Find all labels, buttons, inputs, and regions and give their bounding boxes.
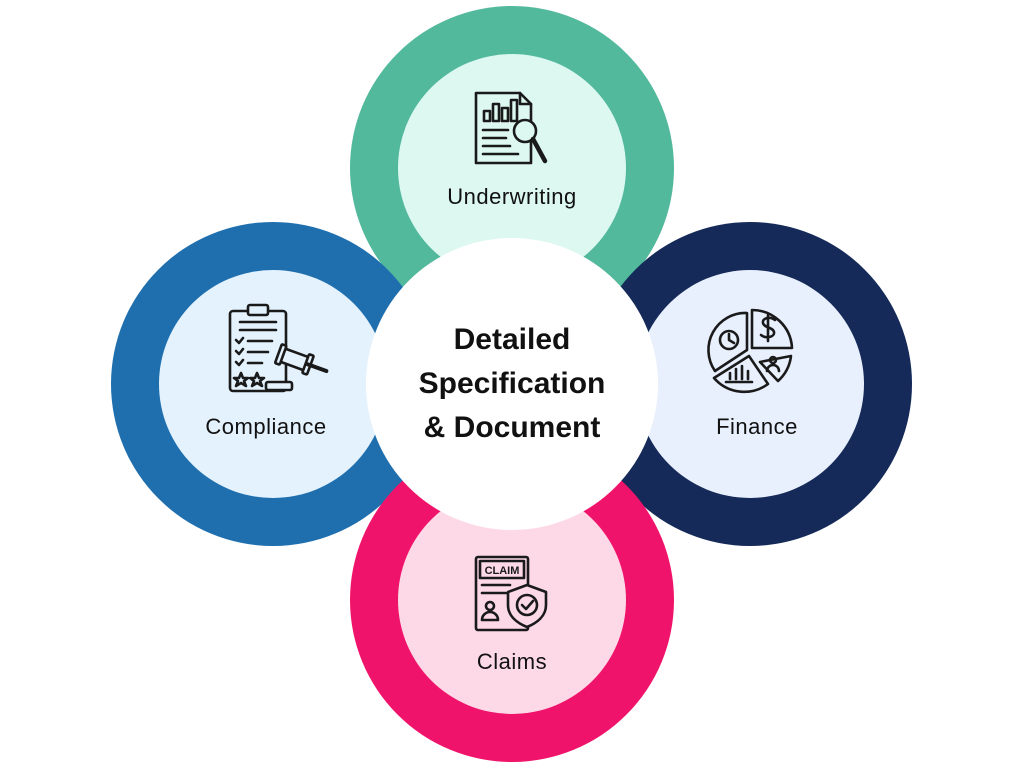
claim-icon-text: CLAIM xyxy=(485,565,520,577)
center-title-line-3: & Document xyxy=(423,411,601,444)
center-title: Detailed Specification & Document xyxy=(382,318,642,450)
clipboard-gavel-icon xyxy=(228,303,329,393)
report-magnifier-icon xyxy=(474,91,548,165)
node-finance xyxy=(588,222,912,546)
center-circle xyxy=(366,238,658,530)
label-compliance: Compliance xyxy=(205,414,327,439)
claim-shield-icon xyxy=(474,555,548,632)
inner-underwriting xyxy=(398,54,626,282)
pie-chart-dollar-icon xyxy=(707,308,794,394)
inner-finance xyxy=(636,270,864,498)
label-finance: Finance xyxy=(716,414,798,439)
label-underwriting: Underwriting xyxy=(447,184,577,209)
label-claims: Claims xyxy=(476,649,548,674)
node-underwriting xyxy=(350,6,674,330)
center-title-line-1: Detailed xyxy=(453,323,571,356)
center-title-line-2: Specification xyxy=(418,367,606,400)
